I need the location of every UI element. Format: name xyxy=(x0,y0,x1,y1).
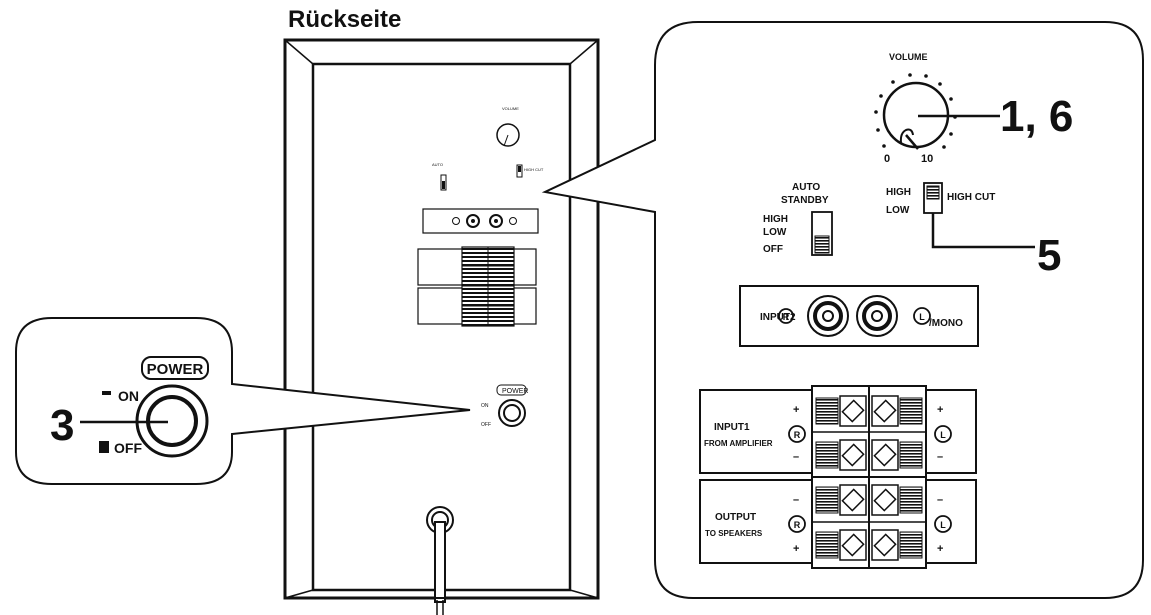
output-label: OUTPUT xyxy=(715,512,756,523)
input2-r-marker: R xyxy=(783,312,790,322)
input2-l-marker: L xyxy=(919,312,925,322)
volume-min-label: 0 xyxy=(884,153,890,165)
input1-r-plus: + xyxy=(793,404,799,416)
output-r-plus: + xyxy=(793,543,799,555)
speaker-terminal-block xyxy=(811,385,927,569)
power-cable xyxy=(426,506,454,615)
page-title: Rückseite xyxy=(288,6,402,33)
input1-r-marker: R xyxy=(794,430,801,440)
power-on-label: ON xyxy=(118,388,139,404)
power-switch: POWER ON OFF 3 xyxy=(50,356,209,458)
volume-label: VOLUME xyxy=(889,52,928,62)
input2-jack-left xyxy=(856,295,898,337)
standby-high-label: HIGH xyxy=(763,214,788,225)
output-sub-label: TO SPEAKERS xyxy=(705,529,763,538)
standby-off-label: OFF xyxy=(763,244,783,255)
svg-text:ON: ON xyxy=(481,403,489,409)
standby-label-line1: AUTO xyxy=(792,182,820,193)
volume-max-label: 10 xyxy=(921,153,933,165)
output-l-plus: + xyxy=(937,543,943,555)
input2-jack-right xyxy=(807,295,849,337)
cabinet-input2-strip xyxy=(422,208,539,234)
output-l-marker: L xyxy=(940,520,946,530)
power-off-label: OFF xyxy=(114,440,142,456)
highcut-low-label: LOW xyxy=(886,205,910,216)
standby-low-label: LOW xyxy=(763,227,787,238)
svg-text:VOLUME: VOLUME xyxy=(502,106,519,111)
input1-l-plus: + xyxy=(937,404,943,416)
standby-label-line2: STANDBY xyxy=(781,195,829,206)
svg-text:OFF: OFF xyxy=(481,422,491,428)
callout-power-ref: 3 xyxy=(50,401,74,450)
input1-label: INPUT1 xyxy=(714,422,750,433)
callout-cut-ref: 5 xyxy=(1037,231,1061,280)
high-cut-switch: HIGH LOW HIGH CUT 5 xyxy=(886,182,1061,280)
volume-knob: VOLUME 0 10 1, 6 xyxy=(874,52,1073,165)
input2-panel: INPUT2 R L /MONO xyxy=(739,285,979,347)
input1-sub-label: FROM AMPLIFIER xyxy=(704,439,773,448)
input2-label: INPUT2 xyxy=(760,312,796,323)
highcut-label: HIGH CUT xyxy=(947,192,995,203)
highcut-high-label: HIGH xyxy=(886,187,911,198)
terminal-section: INPUT1 FROM AMPLIFIER OUTPUT TO SPEAKERS… xyxy=(699,385,977,569)
cabinet-terminal-block xyxy=(417,246,537,327)
input1-l-marker: L xyxy=(940,430,946,440)
svg-text:HIGH CUT: HIGH CUT xyxy=(524,167,544,172)
input1-r-minus: – xyxy=(793,451,799,463)
svg-text:AUTO: AUTO xyxy=(432,162,443,167)
input1-l-minus: – xyxy=(937,451,943,463)
detail-panel-left xyxy=(15,317,471,485)
cabinet-power-switch: POWER ON OFF xyxy=(481,384,528,428)
auto-standby-switch: AUTO STANDBY HIGH LOW OFF xyxy=(763,182,833,256)
output-r-minus: – xyxy=(793,494,799,506)
output-r-marker: R xyxy=(794,520,801,530)
cabinet-switches: AUTO HIGH CUT xyxy=(432,162,544,191)
svg-text:POWER: POWER xyxy=(502,388,528,395)
cabinet-volume-knob: VOLUME xyxy=(496,106,520,147)
output-l-minus: – xyxy=(937,494,943,506)
power-label: POWER xyxy=(147,361,204,378)
input2-mono-label: /MONO xyxy=(929,318,963,329)
callout-volume-ref: 1, 6 xyxy=(1000,92,1073,141)
speaker-cabinet xyxy=(283,38,600,600)
